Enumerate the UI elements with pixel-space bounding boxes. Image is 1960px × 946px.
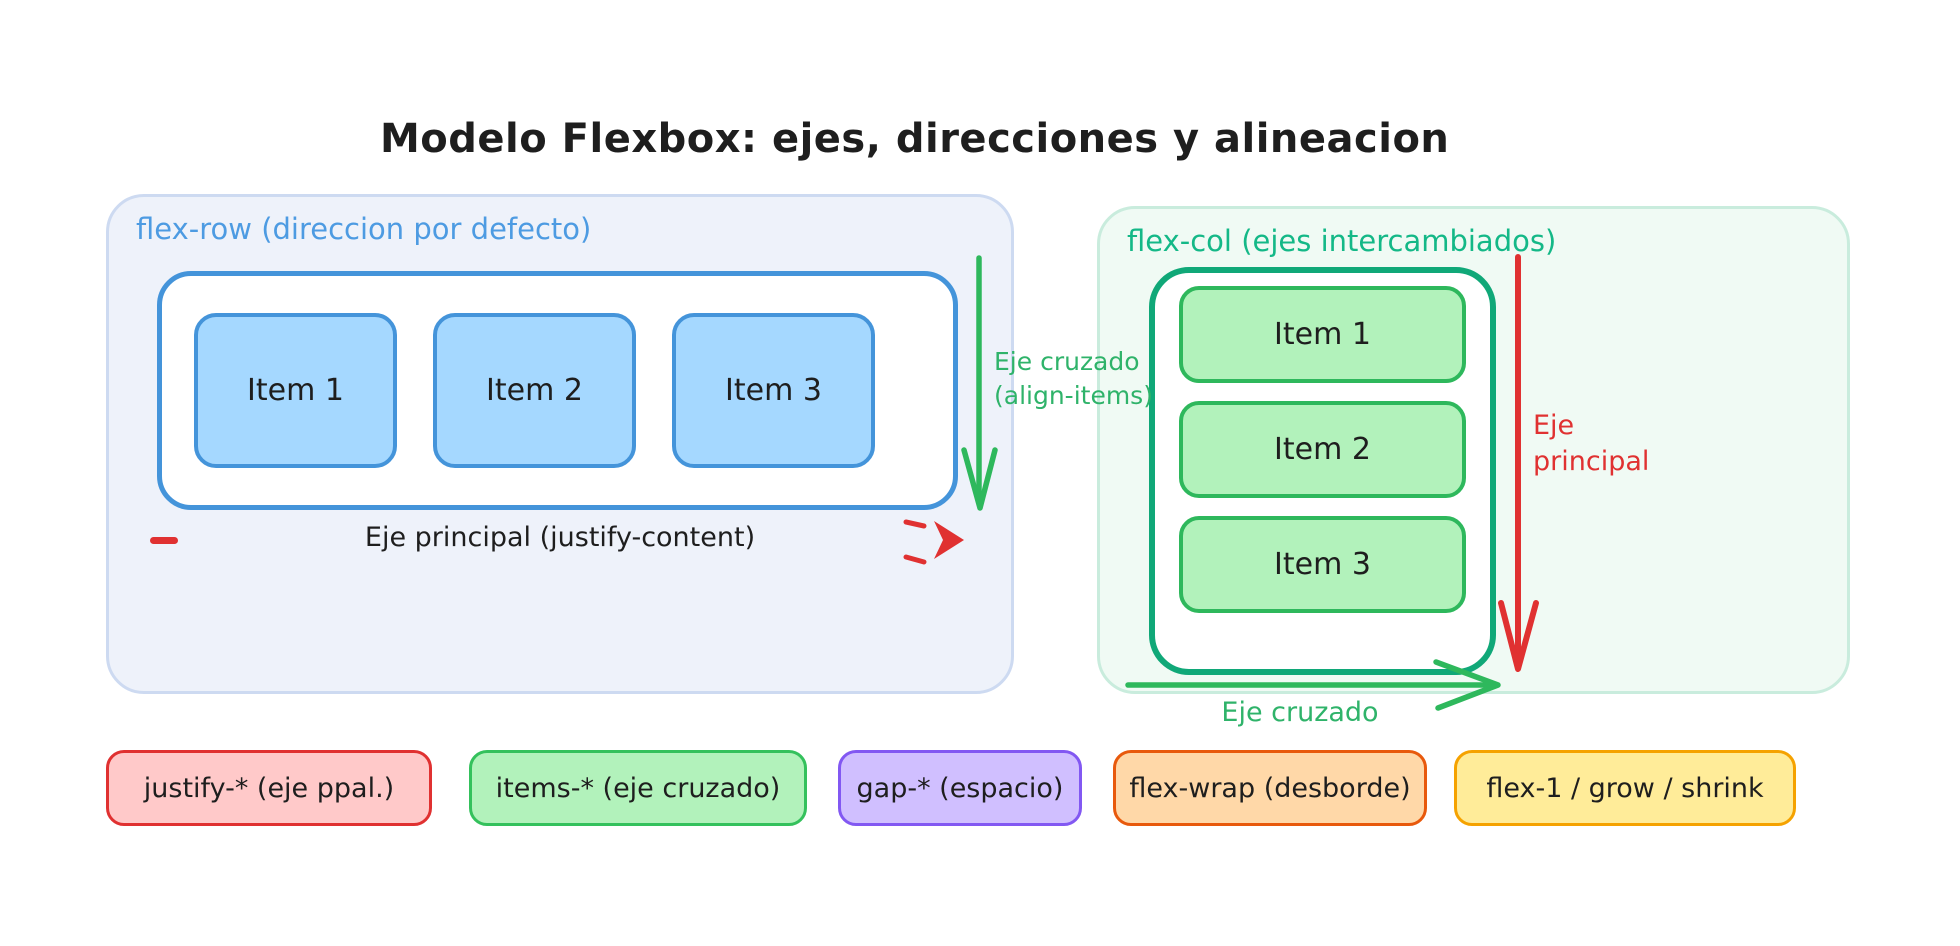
row-cross-axis-label-line1: Eje cruzado: [994, 347, 1140, 376]
col-main-axis-label: Eje principal: [1533, 408, 1649, 481]
row-main-axis-label: Eje principal (justify-content): [364, 522, 756, 553]
flex-row-item-1: Item 1: [194, 313, 397, 468]
row-cross-axis-label: Eje cruzado (align-items): [994, 345, 1153, 413]
col-main-axis-arrow-down-icon: [1498, 254, 1539, 672]
flex-row-item-2: Item 2: [433, 313, 636, 468]
col-cross-axis-label: Eje cruzado: [1221, 697, 1379, 728]
flex-col-item-1: Item 1: [1179, 286, 1466, 383]
diagram-title: Modelo Flexbox: ejes, direcciones y alin…: [380, 116, 1450, 162]
col-cross-axis-arrow-right-icon: [1125, 659, 1501, 711]
legend-pill-justify: justify-* (eje ppal.): [106, 750, 432, 826]
flex-row-panel: flex-row (direccion por defecto) Item 1 …: [106, 194, 1014, 694]
row-cross-axis-label-line2: (align-items): [994, 380, 1153, 410]
flex-col-panel: flex-col (ejes intercambiados) Item 1 It…: [1097, 206, 1850, 694]
row-cross-axis-arrow-down-icon: [961, 255, 998, 511]
flex-row-container: Item 1 Item 2 Item 3: [157, 271, 958, 510]
row-main-axis-arrowhead-right-icon: [903, 519, 964, 565]
legend-pill-flex-grow-shrink: flex-1 / grow / shrink: [1454, 750, 1796, 826]
flex-row-panel-label: flex-row (direccion por defecto): [136, 212, 592, 246]
flex-col-item-2: Item 2: [1179, 401, 1466, 498]
flex-col-panel-label: flex-col (ejes intercambiados): [1127, 224, 1557, 258]
flex-col-item-3: Item 3: [1179, 516, 1466, 613]
legend-pill-gap: gap-* (espacio): [838, 750, 1082, 826]
legend-pill-items: items-* (eje cruzado): [469, 750, 807, 826]
flex-col-container: Item 1 Item 2 Item 3: [1149, 267, 1496, 675]
row-main-axis-arrow-start: [150, 537, 178, 544]
col-main-axis-label-line2: principal: [1533, 446, 1650, 478]
col-main-axis-label-line1: Eje: [1533, 410, 1575, 441]
legend-pill-flex-wrap: flex-wrap (desborde): [1113, 750, 1427, 826]
flex-row-item-3: Item 3: [672, 313, 875, 468]
